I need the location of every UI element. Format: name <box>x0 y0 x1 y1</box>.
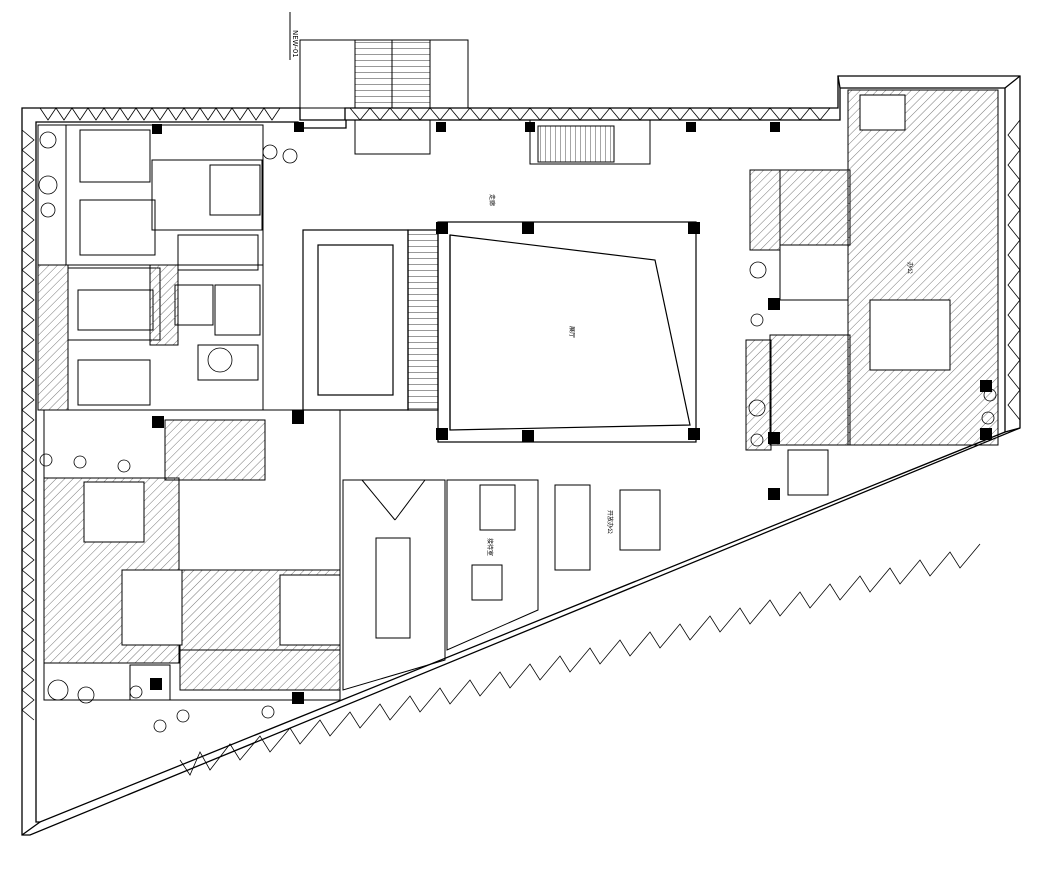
apartment-top-left <box>37 124 264 411</box>
plant-icons <box>38 131 997 733</box>
reception-room <box>446 479 539 651</box>
exhibition-hall <box>437 221 697 443</box>
apartment-right <box>745 89 999 496</box>
facade-pattern <box>21 107 1021 776</box>
grid-tag-label: NEW-01 <box>291 30 299 58</box>
stair-top <box>289 12 651 165</box>
text-labels: NEW-01 走廊 展厅 办公 接待室 开放办公 <box>291 30 914 556</box>
meeting-room <box>342 479 446 691</box>
columns <box>150 122 992 704</box>
reception-label: 接待室 <box>486 538 494 556</box>
hall-label: 展厅 <box>568 326 575 338</box>
apartment-bottom-left <box>43 409 341 701</box>
office-right-label: 办公 <box>906 262 914 274</box>
open-office-label: 开放办公 <box>606 510 614 534</box>
open-office <box>554 484 661 571</box>
central-stair-core <box>302 229 439 411</box>
corridor-label: 走廊 <box>488 194 496 206</box>
